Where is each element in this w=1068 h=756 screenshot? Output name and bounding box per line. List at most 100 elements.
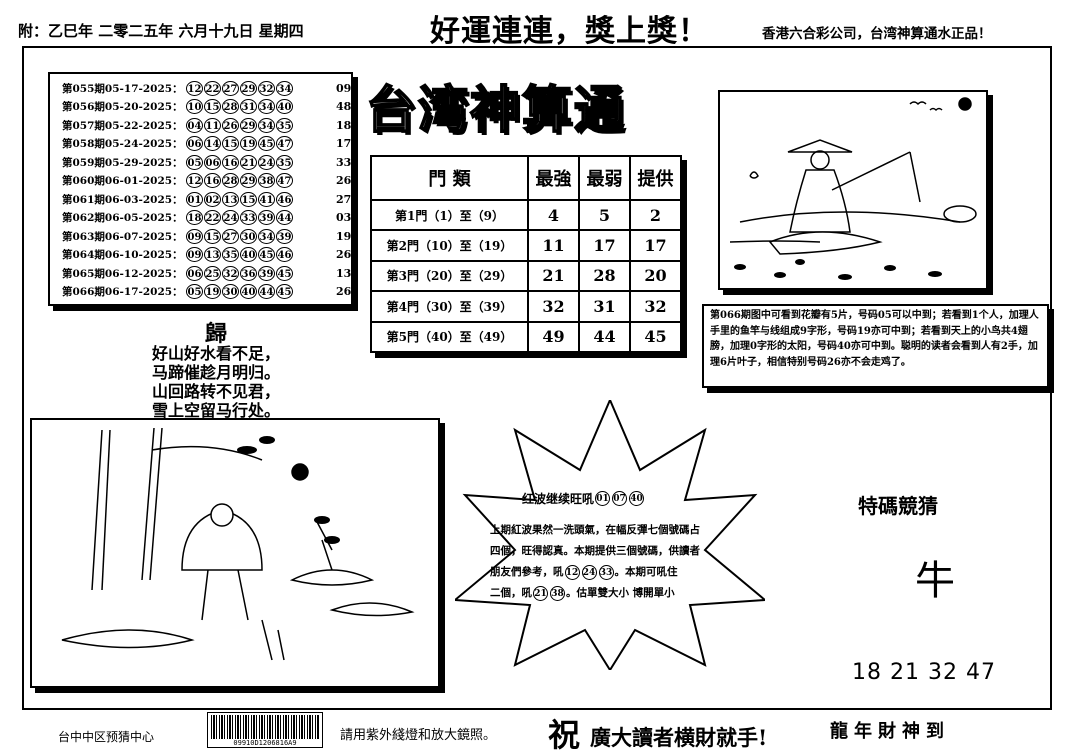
pick-ball: 12 [564, 565, 580, 580]
row-offer: 45 [629, 320, 682, 354]
result-ball: 18 [186, 210, 203, 225]
result-ball: 32 [222, 265, 239, 281]
result-ball: 01 [186, 191, 203, 207]
result-ball: 47 [276, 173, 293, 188]
star-line-text: 朋友們參考，吼 [490, 566, 564, 578]
puzzle-description: 第066期图中可看到花瓣有5片，号码05可以中到；若看到1个人，加理人手里的鱼竿… [702, 304, 1049, 388]
result-issue: 第056期05-20-2025： [62, 101, 183, 113]
result-ball: 09 [186, 228, 203, 244]
row-strong: 32 [527, 290, 580, 323]
company-line: 香港六合彩公司，台湾神算通水正品！ [762, 26, 992, 42]
result-ball: 38 [258, 173, 275, 188]
poem-line: 好山好水看不足， [152, 344, 281, 363]
pick-ball: 33 [598, 565, 614, 580]
result-ball: 34 [258, 117, 275, 133]
row-label: 第4門（30）至（39） [370, 290, 529, 323]
poem: 好山好水看不足， 马蹄催趁月明归。 山回路转不见君， 雪上空留马行处。 [152, 344, 280, 420]
result-issue: 第061期06-03-2025： [62, 193, 183, 206]
result-special: 09 [336, 81, 352, 95]
fishing-illustration [718, 90, 988, 290]
result-ball: 02 [204, 191, 221, 207]
guess-title: 特碼競猜 [858, 494, 938, 518]
poem-line: 马蹄催趁月明归。 [152, 363, 281, 382]
barcode-number: 09910D1206816A9 [233, 739, 297, 747]
result-ball: 12 [186, 80, 203, 96]
result-special: 19 [336, 229, 352, 243]
header-weak: 最弱 [578, 155, 631, 201]
header-category: 門 類 [370, 155, 529, 201]
result-issue: 第063期06-07-2025： [62, 230, 183, 243]
result-ball: 15 [204, 228, 221, 244]
result-ball: 15 [204, 99, 221, 114]
title-ball: 01 [595, 491, 611, 506]
result-special: 48 [336, 100, 352, 113]
pick-ball: 38 [550, 586, 565, 601]
row-strong: 11 [527, 229, 580, 262]
result-ball: 33 [240, 210, 257, 225]
table-row: 第4門（30）至（39） 32 31 32 [370, 290, 682, 323]
footer-right: 龍年財神到 [830, 721, 950, 742]
title-ball: 40 [629, 491, 645, 506]
result-ball: 15 [222, 136, 239, 151]
result-issue: 第059期05-29-2025： [62, 156, 183, 169]
result-ball: 36 [240, 265, 257, 281]
result-ball: 29 [240, 173, 257, 188]
door-table: 門 類 最強 最弱 提供 第1門（1）至（9） 4 5 2 第2門（10）至（1… [370, 155, 682, 354]
result-ball: 22 [204, 80, 221, 96]
result-ball: 24 [258, 154, 275, 170]
result-ball: 40 [240, 247, 257, 262]
result-ball: 34 [258, 228, 275, 244]
result-ball: 35 [276, 154, 293, 170]
result-ball: 12 [186, 173, 203, 188]
result-ball: 47 [276, 136, 293, 151]
table-header-row: 門 類 最強 最弱 提供 [370, 155, 682, 201]
result-issue: 第058期05-24-2025： [62, 138, 183, 150]
table-row: 第1門（1）至（9） 4 5 2 [370, 198, 682, 232]
result-ball: 13 [204, 247, 221, 262]
guess-numbers: 18 21 32 47 [852, 660, 996, 685]
result-ball: 40 [240, 284, 257, 299]
result-ball: 28 [222, 99, 239, 114]
row-strong: 4 [527, 198, 580, 232]
star-title: 红波继续旺吼 01 07 40 [522, 490, 645, 507]
pick-ball: 21 [533, 586, 548, 601]
row-offer: 32 [629, 290, 682, 323]
footer-center-name: 台中中区预猜中心 [58, 730, 155, 744]
row-weak: 17 [578, 229, 631, 262]
result-ball: 45 [258, 247, 275, 262]
result-ball: 44 [276, 210, 293, 225]
row-weak: 31 [578, 290, 631, 323]
result-issue: 第062期06-05-2025： [62, 212, 183, 224]
poem-title: 歸 [205, 321, 228, 347]
result-ball: 19 [240, 136, 257, 151]
result-ball: 39 [258, 265, 275, 281]
row-label: 第5門（40）至（49） [370, 320, 529, 354]
result-ball: 11 [204, 117, 221, 133]
result-ball: 30 [240, 228, 257, 244]
star-line: 上期紅波果然一洗頭氣，在幅反彈七個號碼占 [490, 524, 700, 536]
starburst-shape [455, 400, 765, 670]
row-offer: 17 [629, 229, 682, 262]
traveler-illustration [30, 418, 440, 688]
result-ball: 05 [186, 154, 203, 170]
result-ball: 46 [276, 247, 293, 262]
result-special: 13 [336, 266, 352, 280]
guess-answer: 牛 [915, 558, 955, 604]
result-ball: 16 [204, 173, 221, 188]
result-issue: 第055期05-17-2025： [62, 82, 183, 95]
star-line: 四個，旺得認真。本期提供三個號碼，供讀者 [490, 545, 700, 557]
barcode: 09910D1206816A9 [207, 712, 323, 748]
result-special: 26 [336, 285, 352, 298]
result-special: 33 [336, 155, 352, 169]
result-ball: 16 [222, 154, 239, 170]
result-ball: 28 [222, 173, 239, 188]
